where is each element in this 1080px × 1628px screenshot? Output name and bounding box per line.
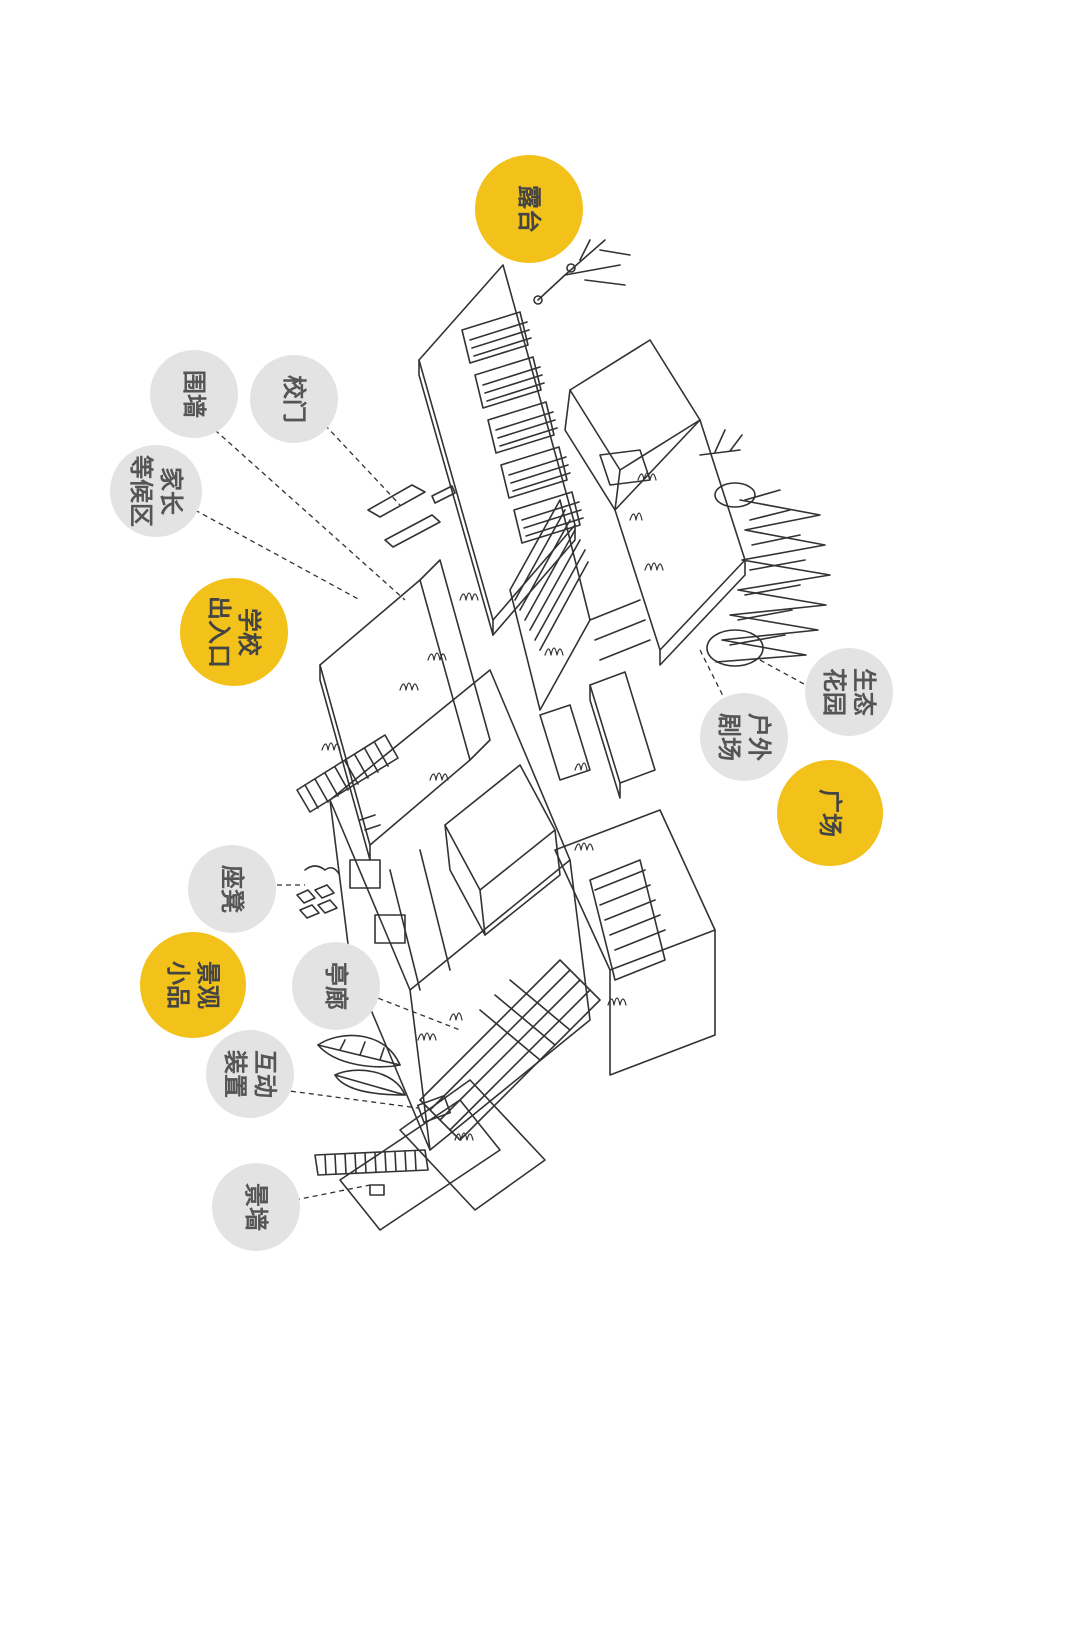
callout-label: 生态 花园 <box>820 668 878 716</box>
left-stair <box>296 734 399 813</box>
lower-walkway <box>339 959 601 1231</box>
callout-school-gate: 校门 <box>250 355 338 443</box>
callout-plaza: 广场 <box>777 760 883 866</box>
roof-lines <box>509 499 591 711</box>
callout-label: 景墙 <box>242 1183 270 1231</box>
callout-label: 校门 <box>280 375 308 423</box>
callout-label: 景观 小品 <box>164 961 222 1009</box>
callout-label: 家长 等候区 <box>127 455 185 527</box>
trees <box>533 239 743 456</box>
callout-fence-wall: 围墙 <box>150 350 238 438</box>
callout-label: 围墙 <box>180 370 208 418</box>
callout-label: 广场 <box>816 789 844 837</box>
leaf-sculptures <box>317 1034 406 1096</box>
eco-garden-plants <box>706 482 831 667</box>
callout-parent-waiting: 家长 等候区 <box>110 445 202 537</box>
callout-landscape-feature: 景观 小品 <box>140 932 246 1038</box>
callout-interactive-installation: 互动 装置 <box>206 1030 294 1118</box>
callout-label: 户外 剧场 <box>715 713 773 761</box>
grass-tufts <box>321 472 664 1141</box>
callout-bench: 座凳 <box>188 845 276 933</box>
plaza-wing <box>554 809 716 1076</box>
callout-label: 露台 <box>515 185 543 233</box>
callout-scenic-wall: 景墙 <box>212 1163 300 1251</box>
callout-school-entrance: 学校 出入口 <box>180 578 288 686</box>
leader-lines <box>194 424 816 1201</box>
callout-label: 学校 出入口 <box>205 596 263 668</box>
scenic-wall-slats <box>314 1149 429 1176</box>
callout-outdoor-theater: 户外 剧场 <box>700 693 788 781</box>
callout-terrace: 露台 <box>475 155 583 263</box>
bench-cluster <box>296 865 340 919</box>
callout-label: 互动 装置 <box>221 1050 279 1098</box>
callout-label: 亭廊 <box>322 962 350 1010</box>
terrace-louvers <box>461 311 584 544</box>
callout-label: 座凳 <box>218 865 246 913</box>
gate-slabs <box>367 484 456 548</box>
main-building <box>329 669 591 1151</box>
callout-eco-garden: 生态 花园 <box>805 648 893 736</box>
callout-pavilion-corridor: 亭廊 <box>292 942 380 1030</box>
upper-right-wing <box>564 339 746 666</box>
outdoor-theater <box>539 671 656 799</box>
entrance-block <box>319 559 491 861</box>
